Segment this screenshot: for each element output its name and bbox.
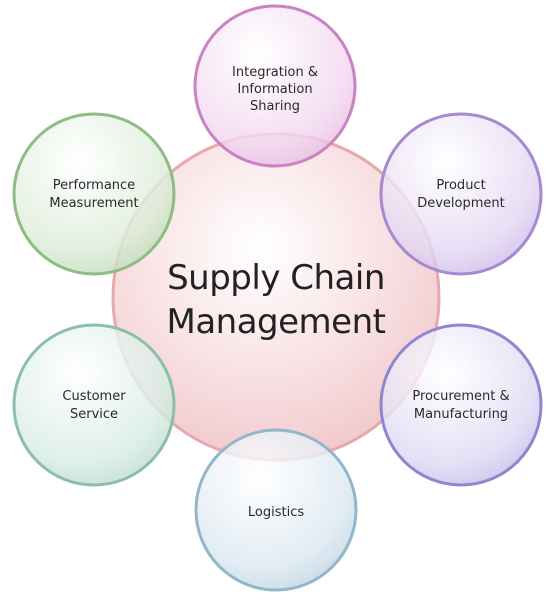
node-integration [193, 4, 357, 168]
center-title-line1: Supply Chain [167, 258, 385, 298]
center-title-line2: Management [167, 302, 386, 342]
node-integration-circle [193, 4, 357, 168]
node-performance [12, 112, 176, 276]
node-performance-circle [12, 112, 176, 276]
node-product-circle [379, 112, 543, 276]
node-procurement-label-line2: Manufacturing [414, 407, 508, 422]
node-integration-label-line2: Information [237, 82, 312, 97]
node-customer-circle [12, 323, 176, 487]
node-procurement-label-line1: Procurement & [412, 389, 509, 404]
node-performance-label-line2: Measurement [49, 196, 138, 211]
node-product-label-line1: Product [436, 178, 485, 193]
node-customer-label-line1: Customer [62, 389, 126, 404]
node-product [379, 112, 543, 276]
node-customer [12, 323, 176, 487]
node-integration-label-line3: Sharing [250, 99, 300, 114]
node-procurement [379, 323, 543, 487]
node-logistics-label: Logistics [248, 505, 304, 520]
node-product-label-line2: Development [417, 196, 505, 211]
node-procurement-circle [379, 323, 543, 487]
node-integration-label-line1: Integration & [232, 65, 318, 80]
node-customer-label-line2: Service [70, 407, 118, 422]
node-performance-label-line1: Performance [53, 178, 135, 193]
node-logistics-circle [194, 428, 358, 592]
node-logistics [194, 428, 358, 592]
